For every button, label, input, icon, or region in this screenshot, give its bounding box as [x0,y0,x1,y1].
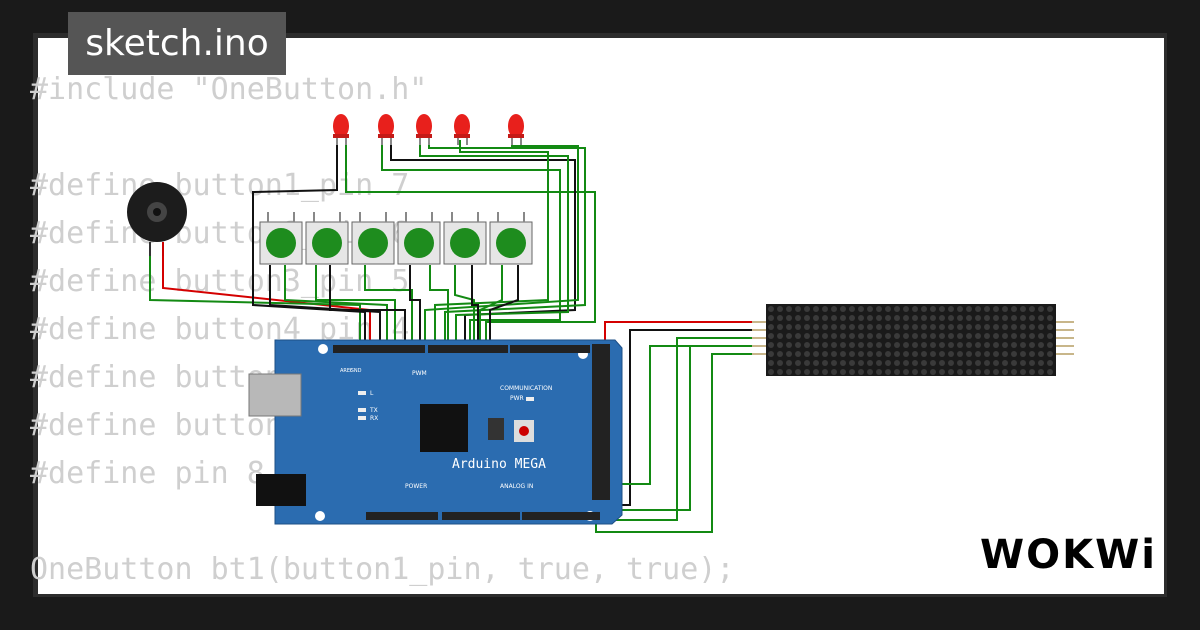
pushbutton-3[interactable] [351,212,395,265]
led-row [333,114,524,145]
code-line: #define pin 8 [30,456,265,491]
aref-label: AREF [340,368,353,374]
code-line: OneButton bt1(button1_pin, true, true); [30,552,735,587]
pushbutton-6[interactable] [489,212,533,265]
led-5[interactable] [508,114,524,145]
pushbutton-row [259,212,533,265]
arduino-mega-board[interactable]: Arduino MEGA PWM COMMUNICATION POWER ANA… [248,339,623,525]
board-name: Arduino MEGA [452,457,546,472]
led-1[interactable] [333,114,349,145]
pwm-label: PWM [412,370,427,377]
led-4[interactable] [454,114,470,145]
pwr-label: PWR [510,395,524,402]
pushbutton-5[interactable] [443,212,487,265]
communication-label: COMMUNICATION [500,385,552,392]
rx-label: RX [370,415,378,422]
analog-in-label: ANALOG IN [500,483,533,490]
code-line: #define button3_pin 5 [30,264,410,299]
file-tab[interactable]: sketch.ino [68,12,286,75]
led-matrix[interactable] [752,304,1074,376]
l-label: L [370,390,374,397]
buzzer[interactable] [127,182,187,256]
wokwi-logo: WOKWi [980,532,1152,578]
tx-label: TX [369,407,378,414]
led-2[interactable] [378,114,394,145]
code-background: #include "OneButton.h"#define button1_pi… [30,66,734,594]
pushbutton-1[interactable] [259,212,303,265]
pushbutton-4[interactable] [397,212,441,265]
wokwi-logo-text: WOKWi [980,532,1152,578]
wires [149,140,752,533]
led-3[interactable] [416,114,432,145]
code-line: #include "OneButton.h" [30,72,428,107]
gnd-label: GND [350,368,362,374]
power-label: POWER [405,483,427,490]
pushbutton-2[interactable] [305,212,349,265]
